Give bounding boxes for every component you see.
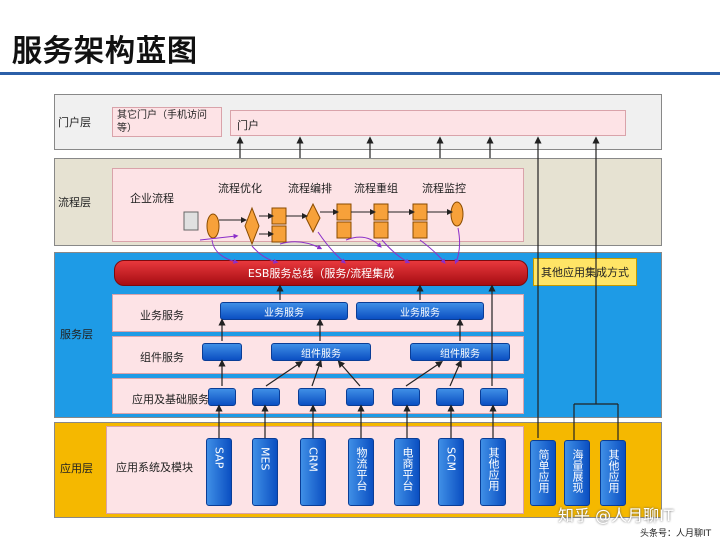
enterprise-process-label: 企业流程 [130, 192, 174, 205]
flow-task-2b [336, 221, 352, 239]
other-integration-box: 其他应用集成方式 [533, 258, 637, 286]
footer-text: 头条号：人月聊IT [640, 529, 712, 539]
process-flow-links [219, 209, 453, 237]
flow-task-1b [271, 225, 287, 243]
flow-decision-1 [244, 206, 260, 246]
business-service-button-2: 业务服务 [356, 302, 484, 320]
flow-end-ellipse [450, 201, 464, 227]
app-crm: CRM [300, 438, 326, 506]
app-ecommerce: 电商平台 [394, 438, 420, 506]
page-title: 服务架构蓝图 [12, 34, 198, 69]
portal-box: 门户 [230, 110, 626, 136]
title-rule [0, 72, 720, 75]
process-op-4: 流程监控 [422, 180, 466, 196]
right-app-other: 其他应用 [600, 440, 626, 506]
flow-task-3a [373, 203, 389, 221]
basic-service-label: 应用及基础服务 [132, 393, 209, 406]
app-mes: MES [252, 438, 278, 506]
right-app-simple: 简单应用 [530, 440, 556, 506]
other-portal-box: 其它门户（手机访问等） [112, 107, 222, 137]
esb-bus: ESB服务总线（服务/流程集成 [114, 260, 528, 286]
component-service-label: 组件服务 [140, 351, 184, 364]
app-other-1: 其他应用 [480, 438, 506, 506]
service-layer-label: 服务层 [60, 328, 93, 341]
app-sap: SAP [206, 438, 232, 506]
app-logistics: 物流平台 [348, 438, 374, 506]
flow-task-2a [336, 203, 352, 221]
process-op-1: 流程优化 [218, 180, 262, 196]
flow-decision-2 [305, 202, 321, 234]
app-systems-label: 应用系统及模块 [116, 461, 193, 474]
flow-task-1a [271, 207, 287, 225]
business-service-button-1: 业务服务 [220, 302, 348, 320]
flow-placeholder-box [183, 211, 199, 231]
right-app-mass-display: 海量展现 [564, 440, 590, 506]
service-arrows [215, 284, 497, 438]
flow-task-4a [412, 203, 428, 221]
watermark: 知乎 @人月聊IT [558, 506, 674, 525]
process-layer-label: 流程层 [58, 196, 91, 209]
process-op-2: 流程编排 [288, 180, 332, 196]
portal-arrows [236, 136, 619, 440]
app-scm: SCM [438, 438, 464, 506]
flow-task-3b [373, 221, 389, 239]
process-op-3: 流程重组 [354, 180, 398, 196]
flow-start-ellipse [206, 213, 220, 239]
app-layer-label: 应用层 [60, 462, 93, 475]
process-esb-links [199, 227, 461, 265]
business-service-label: 业务服务 [140, 309, 184, 322]
process-flow-shapes [183, 201, 464, 246]
portal-layer-label: 门户层 [58, 116, 91, 129]
flow-task-4b [412, 221, 428, 239]
